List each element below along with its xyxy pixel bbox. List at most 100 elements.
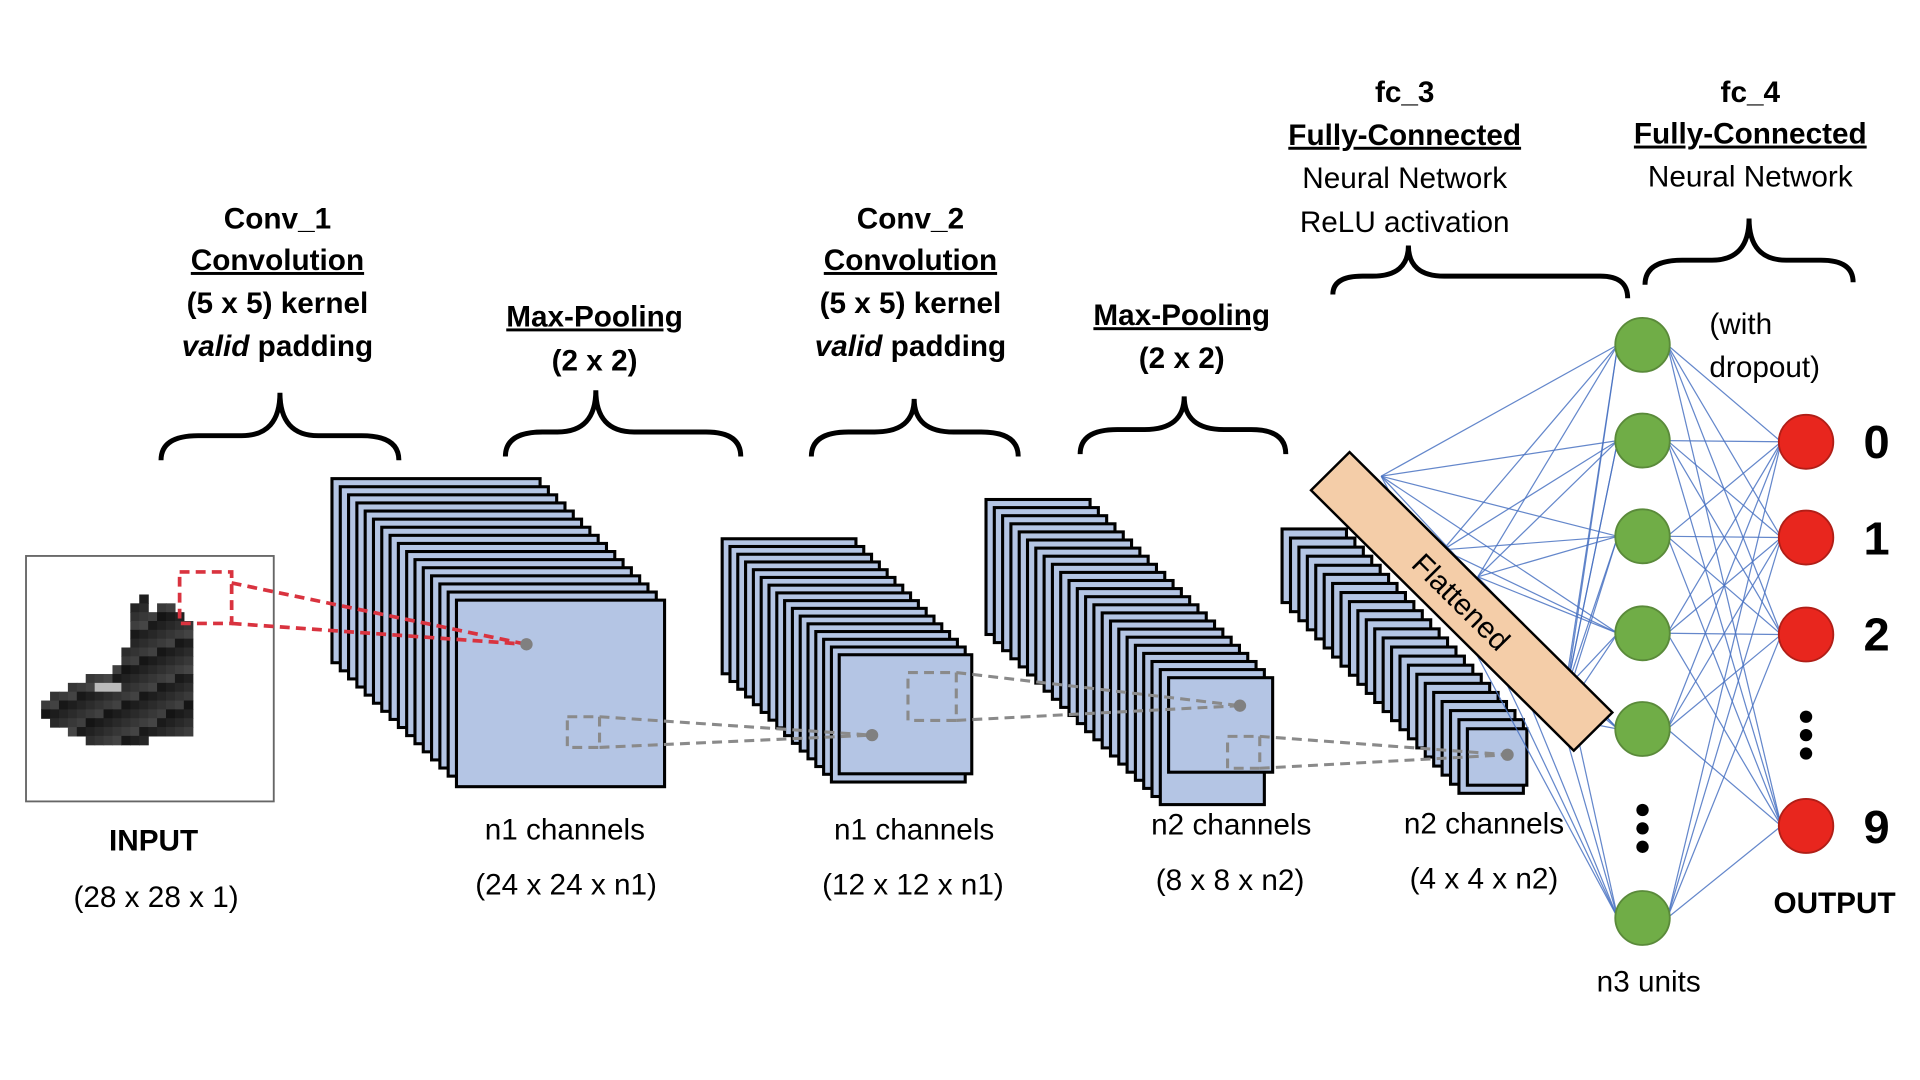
boot-pixel — [165, 718, 176, 728]
boot-pixel — [50, 700, 60, 710]
boot-pixel — [139, 691, 149, 702]
fc3-header: fc_3 Fully-Connected Neural Network ReLU… — [1288, 76, 1521, 239]
feature-map — [454, 598, 667, 789]
pool1-projection-bottom — [599, 733, 873, 749]
connection — [1666, 441, 1782, 919]
conv2-padding: valid padding — [815, 330, 1007, 363]
boot-pixel — [183, 638, 194, 649]
boot-pixel — [130, 612, 140, 622]
boot-pixel — [130, 682, 140, 693]
receptive-field-conv2 — [906, 671, 1247, 722]
boot-pixel — [121, 727, 131, 737]
pool2-shape: (4 x 4 x n2) — [1410, 863, 1559, 896]
boot-pixel — [121, 682, 131, 693]
fc3-name: fc_3 — [1375, 76, 1434, 109]
connection — [1381, 439, 1618, 477]
boot-pixel — [174, 718, 185, 728]
fc3-line2: ReLU activation — [1300, 206, 1510, 239]
boot-pixel — [174, 665, 185, 675]
feature-map — [1167, 676, 1275, 774]
boot-pixel — [139, 594, 149, 604]
output-label-0: 0 — [1864, 416, 1890, 468]
boot-pixel — [94, 700, 105, 710]
boot-pixel — [94, 691, 105, 702]
boot-pixel — [183, 656, 194, 666]
boot-pixel — [121, 735, 131, 746]
boot-pixel — [94, 727, 105, 737]
boot-pixel — [165, 665, 176, 675]
ankle-boot-icon — [41, 594, 194, 746]
boot-pixel — [103, 674, 114, 684]
boot-pixel — [157, 674, 167, 684]
fc4-brace — [1642, 218, 1856, 285]
boot-pixel — [76, 700, 87, 710]
conv2-shape: (8 x 8 x n2) — [1156, 864, 1305, 897]
connection — [1381, 475, 1618, 537]
conv1-channels: n1 channels — [485, 814, 645, 847]
fc4-type: Fully-Connected — [1634, 118, 1867, 151]
boot-pixel — [148, 638, 158, 649]
boot-pixel — [130, 674, 140, 684]
boot-pixel — [183, 718, 194, 728]
boot-pixel — [76, 727, 87, 737]
pool1-type: Max-Pooling — [506, 301, 683, 334]
boot-pixel — [157, 718, 167, 728]
connection — [1560, 344, 1619, 719]
fc4-header: fc_4 Fully-Connected Neural Network — [1634, 76, 1867, 194]
output-label-2: 2 — [1864, 609, 1890, 661]
boot-pixel — [85, 718, 96, 728]
input-kernel-window — [177, 570, 234, 626]
boot-pixel — [94, 718, 105, 728]
boot-pixel — [148, 612, 158, 622]
boot-pixel — [148, 727, 158, 737]
boot-pixel — [165, 647, 176, 657]
fc4-line1: Neural Network — [1648, 161, 1853, 194]
boot-pixel — [183, 629, 194, 640]
boot-pixel — [130, 647, 140, 657]
boot-pixel — [103, 718, 114, 728]
conv1-brace — [158, 392, 402, 461]
boot-pixel — [112, 709, 123, 719]
boot-pixel — [130, 638, 140, 649]
connection — [1666, 825, 1782, 919]
boot-pixel — [67, 709, 78, 719]
input-projection-bottom — [231, 621, 527, 647]
boot-pixel — [174, 700, 185, 710]
conv2-header: Conv_2 Convolution (5 x 5) kernel valid … — [815, 202, 1007, 362]
conv2-name: Conv_2 — [857, 202, 964, 235]
dot — [1799, 747, 1813, 760]
boot-pixel — [139, 674, 149, 684]
boot-pixel — [157, 700, 167, 710]
boot-pixel — [130, 656, 140, 666]
boot-pixel — [183, 700, 194, 710]
boot-pixel — [165, 621, 176, 631]
boot-pixel — [165, 656, 176, 666]
hidden-ellipsis — [1636, 803, 1649, 853]
boot-pixel — [174, 621, 185, 631]
conv1-name: Conv_1 — [224, 202, 331, 235]
boot-pixel — [148, 718, 158, 728]
boot-pixel — [183, 727, 194, 737]
fc3-units — [1614, 316, 1671, 946]
dot — [1636, 822, 1649, 835]
dot — [1636, 840, 1649, 853]
boot-pixel — [67, 700, 78, 710]
boot-pixel — [165, 603, 176, 613]
boot-pixel — [165, 682, 176, 693]
conv1-header: Conv_1 Convolution (5 x 5) kernel valid … — [182, 202, 374, 362]
pool2-projection-bottom — [1259, 753, 1508, 770]
conv1-type: Convolution — [191, 244, 364, 277]
boot-pixel — [130, 709, 140, 719]
connection — [1666, 441, 1782, 537]
boot-pixel — [139, 612, 149, 622]
output-label-1: 1 — [1864, 513, 1890, 565]
receptive-field-pool1 — [565, 715, 879, 749]
boot-pixel — [76, 691, 87, 702]
bottom-labels: INPUT (28 x 28 x 1) n1 channels (24 x 24… — [73, 807, 1895, 998]
pool2-output-pixel — [1501, 748, 1514, 761]
boot-pixel — [183, 665, 194, 675]
boot-pixel — [41, 700, 51, 710]
boot-pixel — [148, 629, 158, 640]
hidden-unit — [1614, 890, 1671, 946]
pool2-type: Max-Pooling — [1093, 299, 1270, 332]
